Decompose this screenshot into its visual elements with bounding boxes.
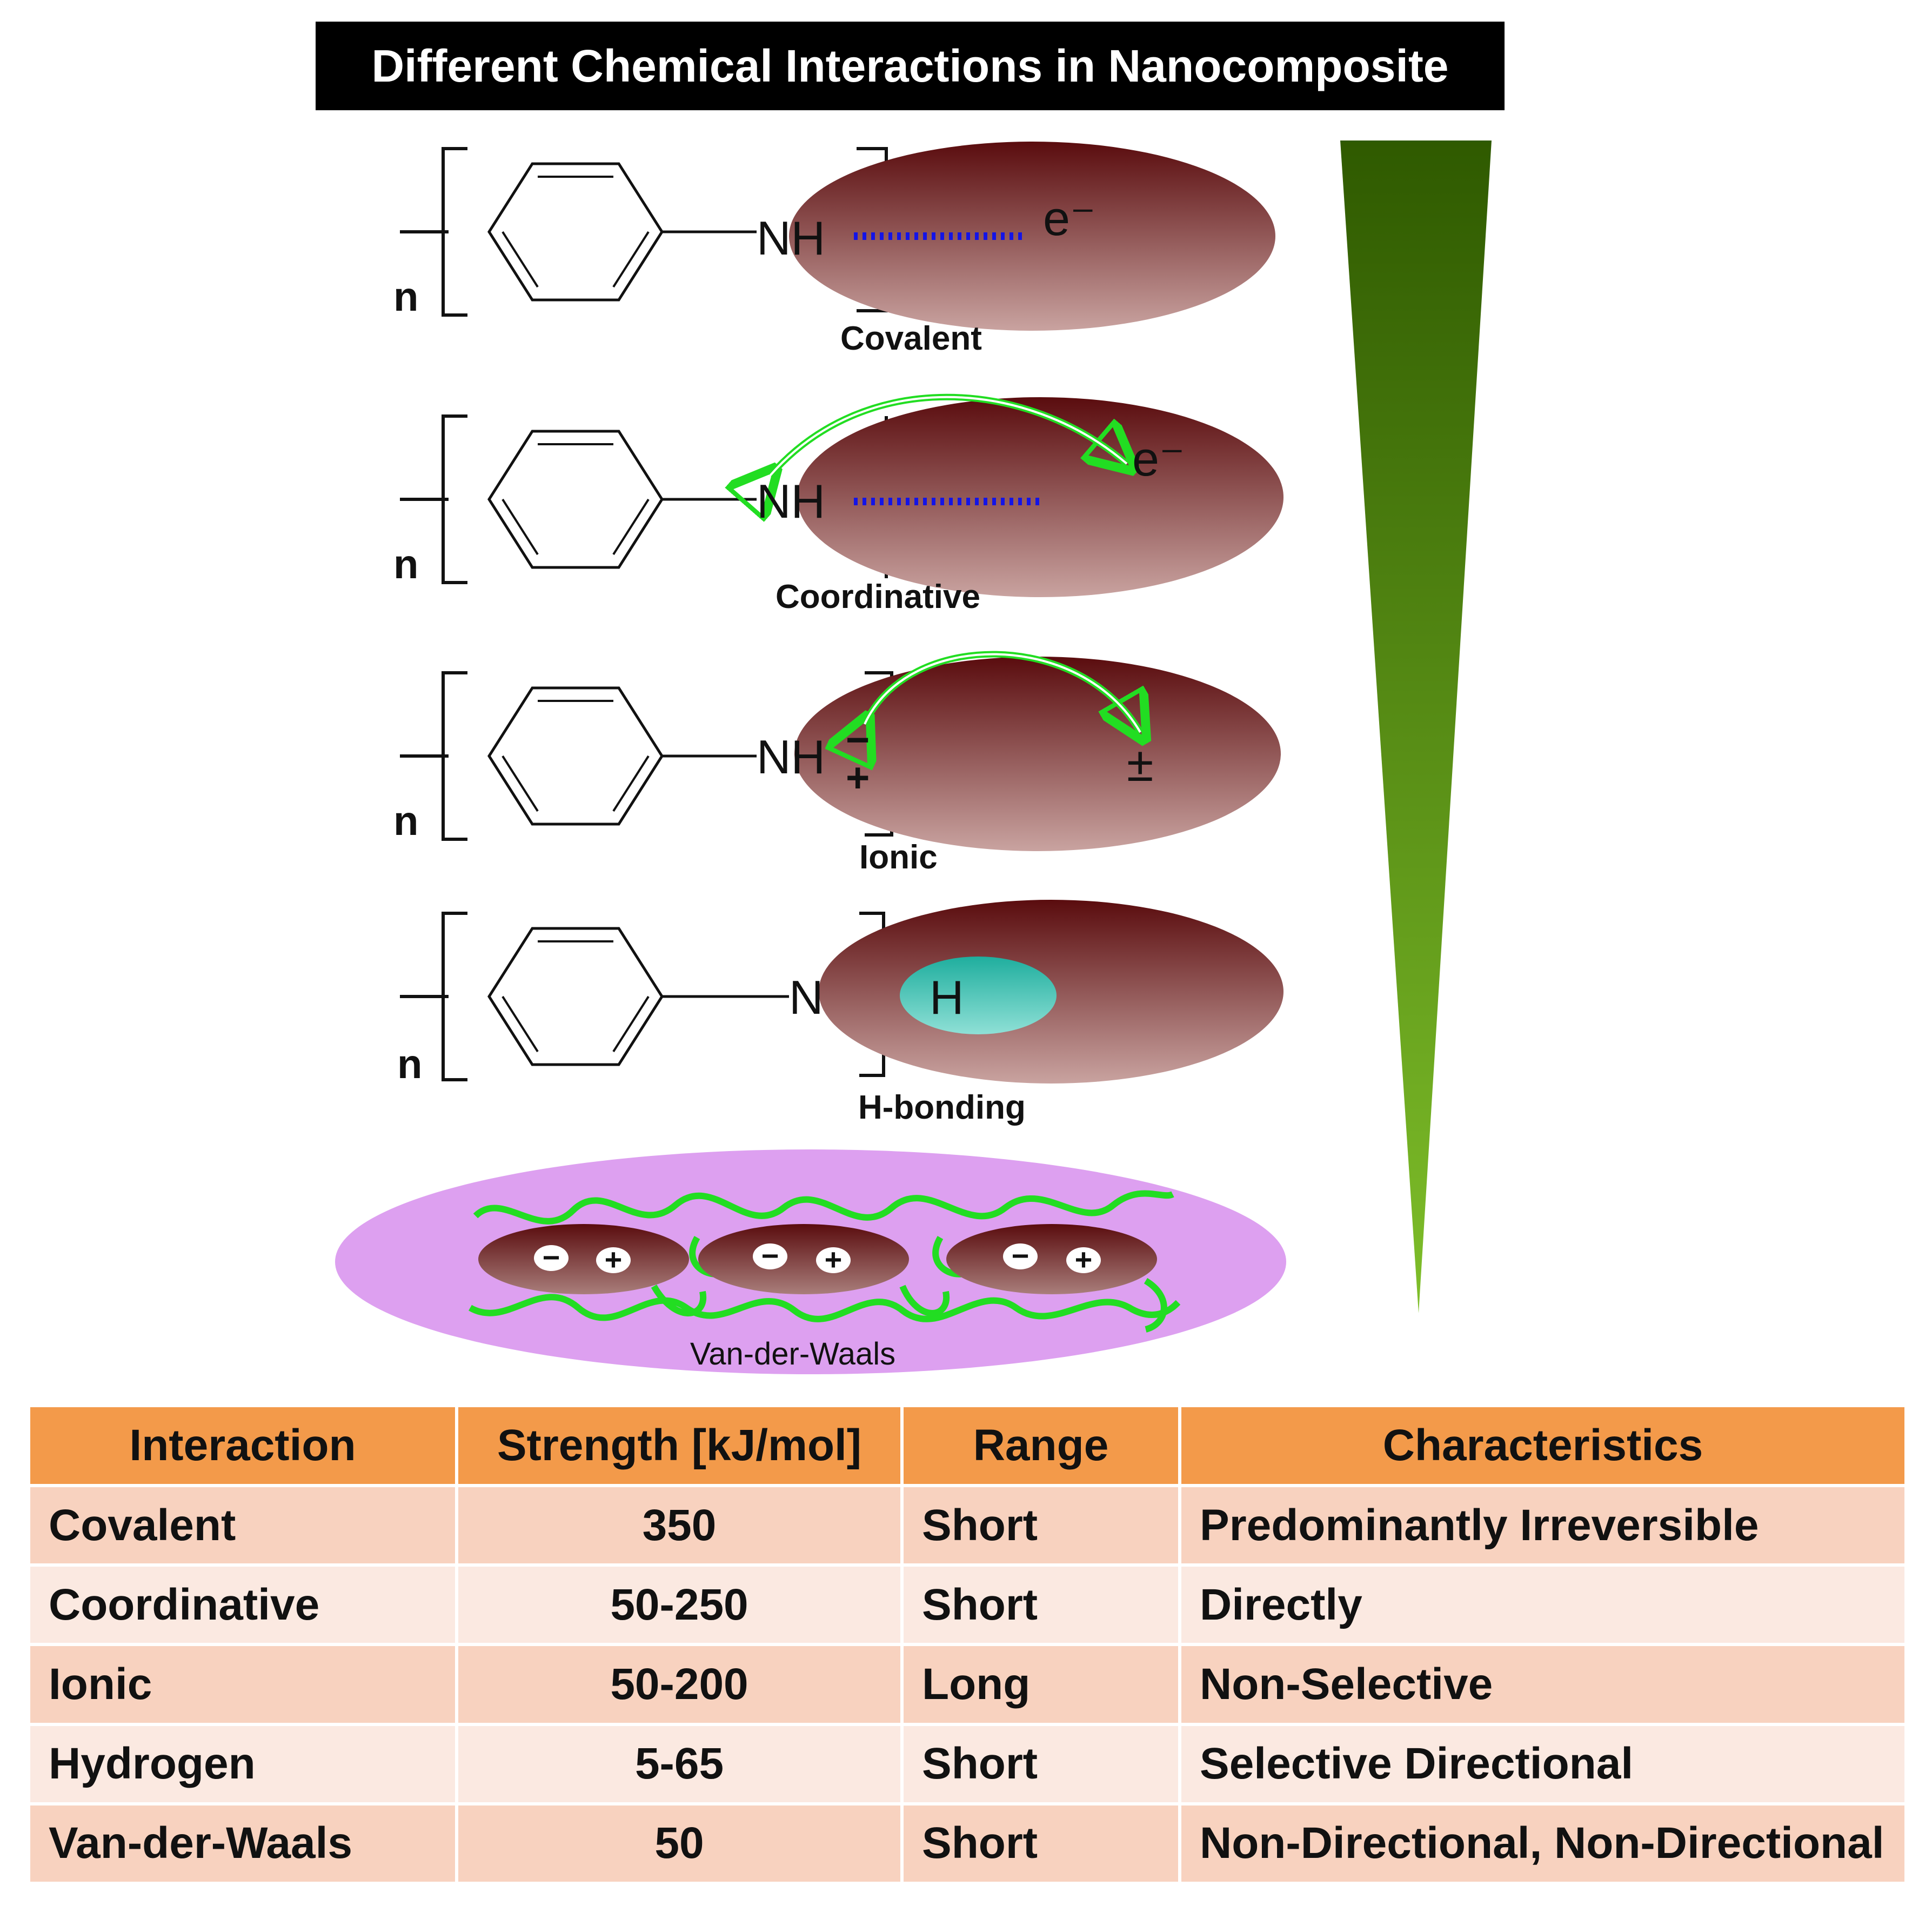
svg-text:−: −: [1012, 1239, 1029, 1273]
minus-charge-icon: [753, 1243, 787, 1269]
negative-charge: −: [846, 717, 870, 763]
ionic-row: NH − + ± n Ionic: [393, 651, 1281, 876]
positive-charge: +: [846, 755, 870, 801]
svg-text:+: +: [1075, 1242, 1093, 1276]
cell-range: Long: [904, 1646, 1178, 1723]
plus-charge-icon: [1066, 1247, 1101, 1273]
cell-characteristics: Non-Directional, Non-Directional: [1181, 1805, 1904, 1882]
cell-characteristics: Predominantly Irreversible: [1181, 1487, 1904, 1564]
interaction-diagram: NH e⁻ n Covalent NH e⁻ n Coordinative NH…: [335, 141, 1492, 1374]
van-der-waals-group: − + − + − + Van-der-Waals: [335, 1149, 1286, 1374]
hbonding-row: N H n H-bonding: [397, 900, 1283, 1126]
coordinative-row: NH e⁻ n Coordinative: [393, 393, 1283, 616]
cell-interaction: Covalent: [30, 1487, 455, 1564]
header-range: Range: [904, 1407, 1178, 1484]
nh-atom: NH: [757, 730, 825, 784]
covalent-row: NH e⁻ n Covalent: [393, 142, 1275, 357]
cell-strength: 5-65: [458, 1726, 900, 1802]
interaction-label-ionic: Ionic: [859, 839, 938, 876]
cell-interaction: Hydrogen: [30, 1726, 455, 1802]
repeat-label: n: [397, 1041, 422, 1087]
cell-characteristics: Selective Directional: [1181, 1726, 1904, 1802]
svg-text:−: −: [543, 1240, 560, 1274]
interaction-label-hbonding: H-bonding: [858, 1089, 1026, 1126]
svg-text:+: +: [825, 1242, 843, 1276]
decreasing-strength-wedge-icon: [1340, 141, 1492, 1313]
nanoparticle: [797, 397, 1283, 597]
table-row: Van-der-Waals 50 Short Non-Directional, …: [30, 1805, 1904, 1882]
table-row: Covalent 350 Short Predominantly Irrever…: [30, 1487, 1904, 1564]
cell-range: Short: [904, 1726, 1178, 1802]
header-interaction: Interaction: [30, 1407, 455, 1484]
svg-text:+: +: [605, 1242, 623, 1276]
plus-charge-icon: [596, 1247, 631, 1273]
minus-charge-icon: [1003, 1243, 1038, 1269]
interaction-table: Interaction Strength [kJ/mol] Range Char…: [27, 1404, 1908, 1885]
cell-interaction: Coordinative: [30, 1567, 455, 1643]
nh-atom: NH: [757, 474, 825, 528]
electron-label: e⁻: [1043, 192, 1096, 246]
repeat-label: n: [393, 274, 418, 320]
vdw-label: Van-der-Waals: [690, 1336, 895, 1372]
svg-text:−: −: [761, 1239, 779, 1273]
cell-strength: 50: [458, 1805, 900, 1882]
hydrogen-region: [900, 957, 1057, 1034]
h-atom: H: [930, 971, 964, 1024]
cell-strength: 50-250: [458, 1567, 900, 1643]
table-row: Ionic 50-200 Long Non-Selective: [30, 1646, 1904, 1723]
cell-range: Short: [904, 1567, 1178, 1643]
table-header-row: Interaction Strength [kJ/mol] Range Char…: [30, 1407, 1904, 1484]
interaction-label-covalent: Covalent: [840, 320, 982, 357]
table-row: Hydrogen 5-65 Short Selective Directiona…: [30, 1726, 1904, 1802]
vdw-particle: − +: [478, 1224, 689, 1294]
cell-characteristics: Non-Selective: [1181, 1646, 1904, 1723]
repeat-label: n: [393, 798, 418, 844]
cell-strength: 350: [458, 1487, 900, 1564]
header-strength: Strength [kJ/mol]: [458, 1407, 900, 1484]
cell-characteristics: Directly: [1181, 1567, 1904, 1643]
nanoparticle: [789, 142, 1275, 331]
minus-charge-icon: [534, 1245, 569, 1271]
vdw-particle: − +: [698, 1224, 909, 1294]
plus-charge-icon: [816, 1247, 851, 1273]
cell-range: Short: [904, 1805, 1178, 1882]
n-atom: N: [789, 971, 824, 1024]
cell-interaction: Van-der-Waals: [30, 1805, 455, 1882]
diagram-title: Different Chemical Interactions in Nanoc…: [316, 22, 1505, 110]
electron-label: e⁻: [1132, 432, 1185, 486]
cell-strength: 50-200: [458, 1646, 900, 1723]
vdw-particle: − +: [946, 1224, 1157, 1294]
interaction-label-coordinative: Coordinative: [776, 578, 980, 616]
plus-minus-label: ±: [1127, 738, 1153, 792]
repeat-label: n: [393, 541, 418, 587]
nh-atom: NH: [757, 211, 825, 265]
header-characteristics: Characteristics: [1181, 1407, 1904, 1484]
table-row: Coordinative 50-250 Short Directly: [30, 1567, 1904, 1643]
cell-interaction: Ionic: [30, 1646, 455, 1723]
cell-range: Short: [904, 1487, 1178, 1564]
